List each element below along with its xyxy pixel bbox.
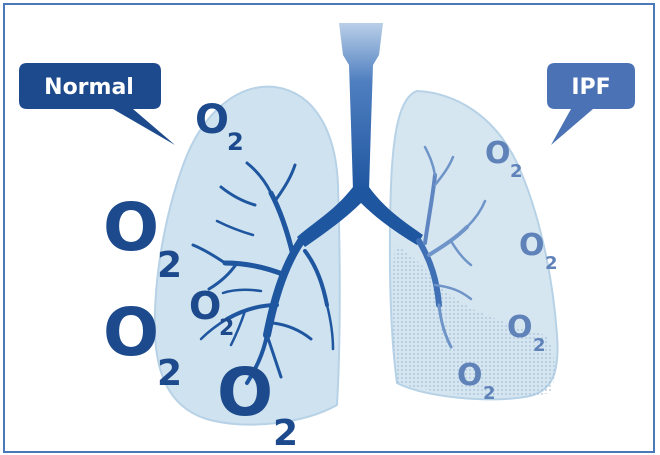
ipf-label: IPF bbox=[571, 75, 610, 100]
svg-text:O: O bbox=[457, 358, 483, 393]
svg-text:O: O bbox=[195, 97, 229, 143]
svg-text:O: O bbox=[507, 310, 533, 345]
svg-text:2: 2 bbox=[157, 245, 182, 286]
svg-text:O: O bbox=[189, 284, 221, 328]
ipf-callout: IPF bbox=[547, 63, 635, 145]
svg-text:2: 2 bbox=[227, 128, 244, 156]
svg-text:2: 2 bbox=[533, 335, 546, 356]
lung-diagram: Normal IPF O 2 O 2 O 2 O 2 O 2 O 2 bbox=[5, 5, 653, 451]
normal-label: Normal bbox=[44, 75, 134, 100]
trachea bbox=[339, 23, 383, 190]
svg-text:O: O bbox=[103, 294, 159, 371]
svg-text:2: 2 bbox=[273, 413, 298, 451]
svg-text:O: O bbox=[103, 189, 159, 266]
svg-text:2: 2 bbox=[483, 383, 496, 404]
svg-text:2: 2 bbox=[157, 353, 182, 394]
normal-callout: Normal bbox=[19, 63, 175, 145]
svg-text:O: O bbox=[217, 354, 273, 431]
svg-text:2: 2 bbox=[510, 161, 523, 182]
svg-text:2: 2 bbox=[219, 316, 234, 341]
svg-text:O: O bbox=[485, 136, 511, 171]
diagram-frame: Normal IPF O 2 O 2 O 2 O 2 O 2 O 2 bbox=[3, 3, 655, 453]
svg-text:2: 2 bbox=[545, 253, 558, 274]
svg-text:O: O bbox=[519, 228, 545, 263]
